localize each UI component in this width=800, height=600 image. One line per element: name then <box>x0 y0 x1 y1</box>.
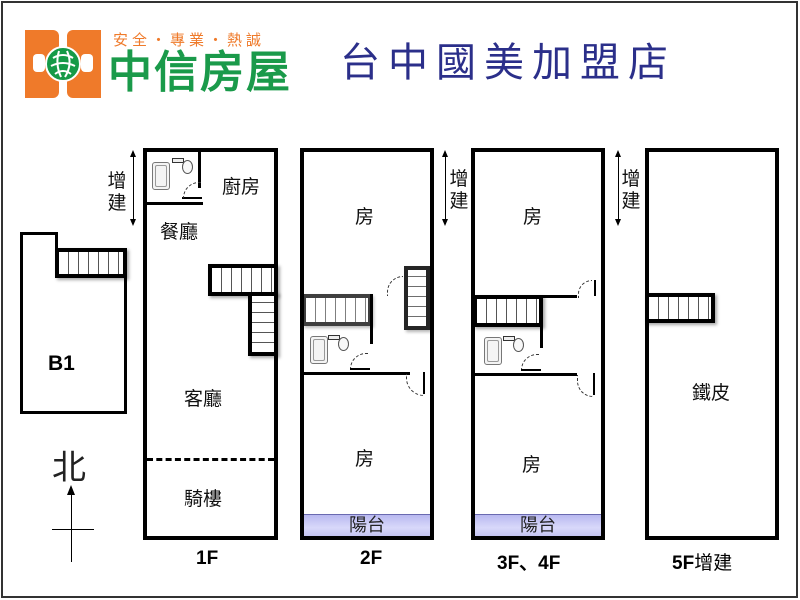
floor-label-3f-4f: 3F、4F <box>497 553 561 574</box>
extension-label: 增建 <box>107 170 127 214</box>
staircase <box>645 293 715 323</box>
floor-label-2f: 2F <box>360 548 383 569</box>
extension-arrow-icon <box>442 150 448 226</box>
staircase <box>55 248 127 278</box>
extension-label: 增建 <box>621 168 641 212</box>
bathtub-icon <box>484 337 502 365</box>
logo-notch <box>33 54 45 72</box>
room-bedroom-front: 房 <box>523 206 543 228</box>
arcade-boundary <box>147 458 274 461</box>
staircase <box>404 266 430 330</box>
logo-emblem <box>25 30 101 98</box>
extension-arrow-icon <box>130 150 136 226</box>
brand-name: 中信房屋 <box>108 47 292 98</box>
room-balcony: 陽台 <box>475 514 601 536</box>
floor-label-5f: 5F增建 <box>672 552 733 574</box>
extension-arrow-icon <box>615 150 621 226</box>
staircase <box>473 295 543 327</box>
north-label: 北 <box>52 448 86 488</box>
room-kitchen: 廚房 <box>222 176 261 198</box>
room-dining: 餐廳 <box>160 221 199 243</box>
room-bedroom-rear: 房 <box>355 448 375 470</box>
staircase <box>208 264 278 296</box>
store-name: 台中國美加盟店 <box>340 40 676 86</box>
bathtub-icon <box>310 336 328 364</box>
globe-emblem-icon <box>45 46 81 82</box>
room-living: 客廳 <box>184 388 223 410</box>
extension-label: 增建 <box>449 168 469 212</box>
door-swing-icon <box>578 280 592 298</box>
room-bedroom-front: 房 <box>355 206 375 228</box>
room-bedroom-rear: 房 <box>522 454 542 476</box>
staircase <box>302 294 372 326</box>
room-iron-sheet: 鐵皮 <box>692 382 731 404</box>
logo-slogan: 安全・專業・熱誠 <box>113 31 266 49</box>
room-balcony: 陽台 <box>304 514 430 536</box>
bathtub-icon <box>152 162 170 190</box>
floor-label-b1: B1 <box>48 352 75 375</box>
floor-label-1f: 1F <box>196 548 219 569</box>
logo-notch <box>81 54 93 72</box>
staircase <box>248 292 278 356</box>
north-arrow-icon: 北 <box>50 450 94 565</box>
room-arcade: 騎樓 <box>184 488 223 510</box>
